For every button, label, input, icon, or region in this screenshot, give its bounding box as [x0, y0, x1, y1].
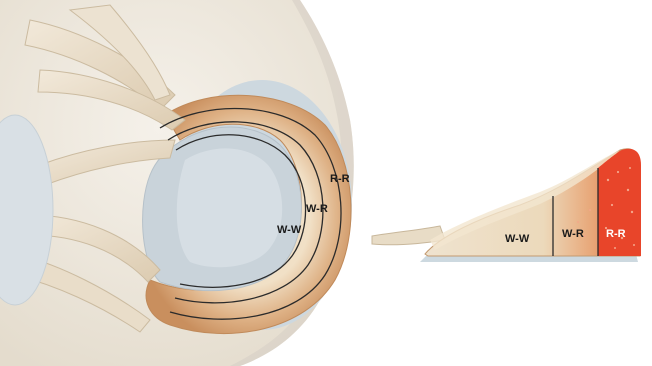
articular-surface-highlight [177, 148, 282, 267]
label-top-red-red: R-R [330, 173, 350, 185]
label-top-white-white: W-W [277, 224, 302, 236]
label-section-red-red: R-R [606, 228, 626, 240]
label-section-white-white: W-W [505, 233, 530, 245]
meniscus-top-view: R-R W-R W-W [0, 0, 354, 366]
label-section-white-red: W-R [562, 228, 584, 240]
label-top-white-red: W-R [306, 203, 328, 215]
meniscus-cross-section: W-W W-R R-R [372, 149, 641, 262]
